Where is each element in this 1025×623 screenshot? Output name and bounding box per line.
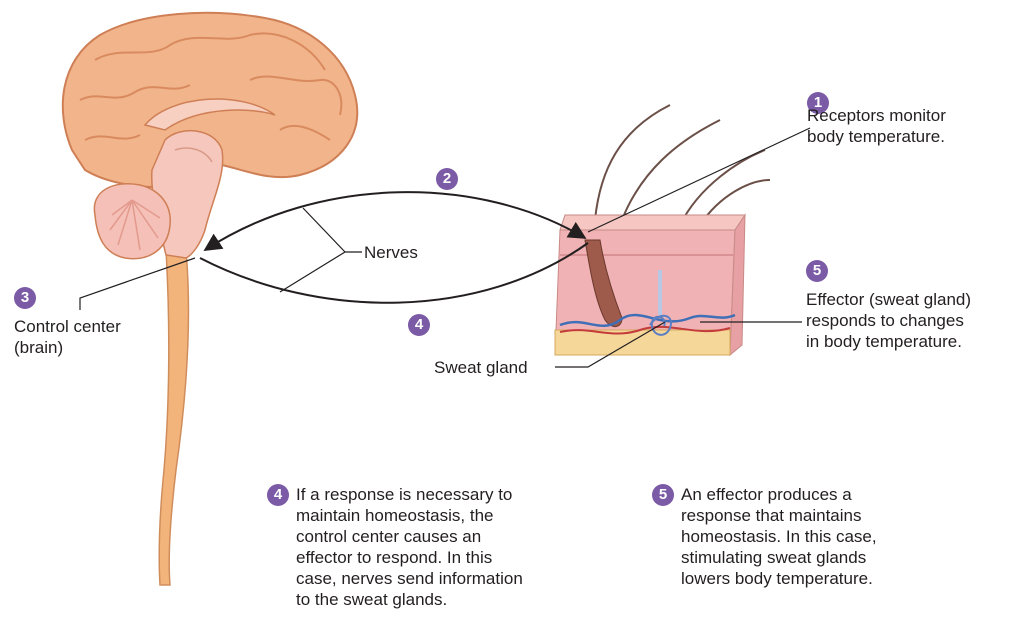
- step-5-badge: 5: [806, 260, 828, 282]
- cerebellum: [94, 184, 170, 259]
- step-4-arrow-badge: 4: [408, 314, 430, 336]
- step-3-text: Control center (brain): [14, 316, 121, 358]
- nerves-leader: [280, 208, 362, 292]
- nerves-label: Nerves: [364, 242, 418, 263]
- step-4-para-badge: 4: [267, 484, 289, 506]
- step-1-text: Receptors monitor body temperature.: [807, 105, 946, 147]
- step-5-paragraph: An effector produces a response that mai…: [681, 484, 877, 589]
- sweat-gland-label: Sweat gland: [434, 357, 528, 378]
- skin-illustration: [555, 105, 770, 355]
- step-2-badge: 2: [436, 168, 458, 190]
- step-5-text: Effector (sweat gland) responds to chang…: [806, 289, 971, 352]
- step-5-para-badge: 5: [652, 484, 674, 506]
- step-4-paragraph: If a response is necessary to maintain h…: [296, 484, 523, 610]
- step-3-badge: 3: [14, 287, 36, 309]
- spinal-cord: [159, 250, 188, 585]
